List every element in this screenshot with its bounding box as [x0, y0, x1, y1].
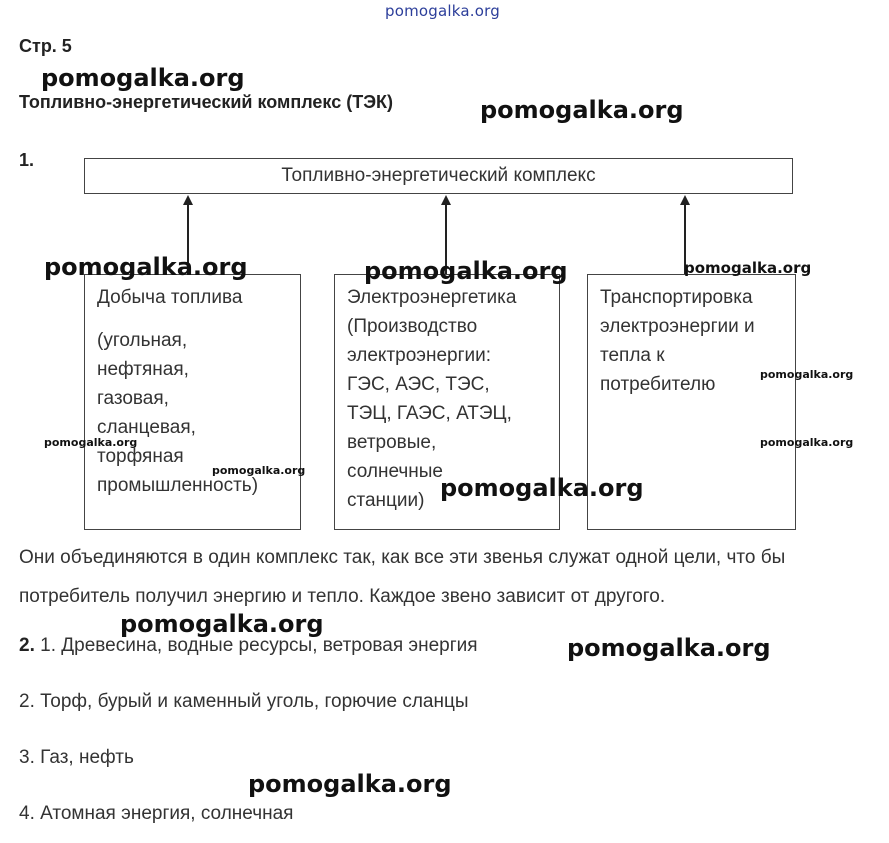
arrow-line [684, 204, 686, 274]
watermark: pomogalka.org [684, 259, 812, 277]
box-detail: ГЭС, АЭС, ТЭС, [347, 374, 490, 395]
watermark: pomogalka.org [248, 770, 452, 798]
task-2-item: 2. 1. Древесина, водные ресурсы, ветрова… [19, 635, 478, 657]
box-detail: нефтяная, [97, 359, 189, 380]
page-label: Стр. 5 [19, 36, 72, 56]
watermark: pomogalka.org [44, 253, 248, 281]
box-detail: ветровые, [347, 432, 437, 453]
task-1-number: 1. [19, 150, 35, 170]
box-detail: (Производство [347, 316, 478, 337]
task-1-explanation: Они объединяются в один комплекс так, ка… [19, 547, 786, 607]
box-detail: станции) [347, 490, 425, 511]
watermark: pomogalka.org [440, 474, 644, 502]
box-detail: газовая, [97, 388, 169, 409]
task-2-number: 2. [19, 635, 35, 656]
diagram-root-box: Топливно-энергетический комплекс [84, 158, 793, 194]
watermark: pomogalka.org [41, 64, 245, 92]
diagram-box-transport: Транспортировка электроэнергии и тепла к… [587, 274, 796, 530]
watermark: pomogalka.org [44, 436, 138, 449]
box-heading: Добыча топлива [97, 287, 243, 308]
arrow-up-icon [680, 195, 690, 205]
watermark: pomogalka.org [760, 368, 854, 381]
arrow-line [445, 204, 447, 274]
watermark: pomogalka.org [212, 464, 306, 477]
watermark: pomogalka.org [385, 2, 500, 20]
arrow-line [187, 204, 189, 274]
box-detail: тепла к [600, 345, 665, 366]
watermark: pomogalka.org [364, 257, 568, 285]
box-detail: сланцевая, [97, 417, 196, 438]
task-2-item: 4. Атомная энергия, солнечная [19, 803, 294, 824]
arrow-up-icon [183, 195, 193, 205]
task-2-item: 3. Газ, нефть [19, 747, 134, 768]
box-heading: Электроэнергетика [347, 287, 517, 308]
box-detail: ТЭЦ, ГАЭС, АТЭЦ, [347, 403, 512, 424]
diagram-root-label: Топливно-энергетический комплекс [281, 165, 596, 186]
box-detail: потребителю [600, 374, 716, 395]
box-detail: электроэнергии: [347, 345, 492, 366]
diagram-box-fuel-extraction: Добыча топлива (угольная, нефтяная, газо… [84, 274, 301, 530]
watermark: pomogalka.org [480, 96, 684, 124]
box-detail: (угольная, [97, 330, 188, 351]
page-title: Топливно-энергетический комплекс (ТЭК) [19, 92, 393, 112]
watermark: pomogalka.org [120, 610, 324, 638]
task-2-item-text: 1. Древесина, водные ресурсы, ветровая э… [40, 635, 478, 656]
arrow-up-icon [441, 195, 451, 205]
diagram-box-power-industry: Электроэнергетика (Производство электроэ… [334, 274, 560, 530]
watermark: pomogalka.org [567, 634, 771, 662]
box-detail: торфяная [97, 446, 184, 467]
box-detail: солнечные [347, 461, 443, 482]
box-detail: промышленность) [97, 475, 259, 496]
box-heading: Транспортировка [600, 287, 753, 308]
task-2-item: 2. Торф, бурый и каменный уголь, горючие… [19, 691, 469, 712]
box-detail: электроэнергии и [600, 316, 755, 337]
watermark: pomogalka.org [760, 436, 854, 449]
